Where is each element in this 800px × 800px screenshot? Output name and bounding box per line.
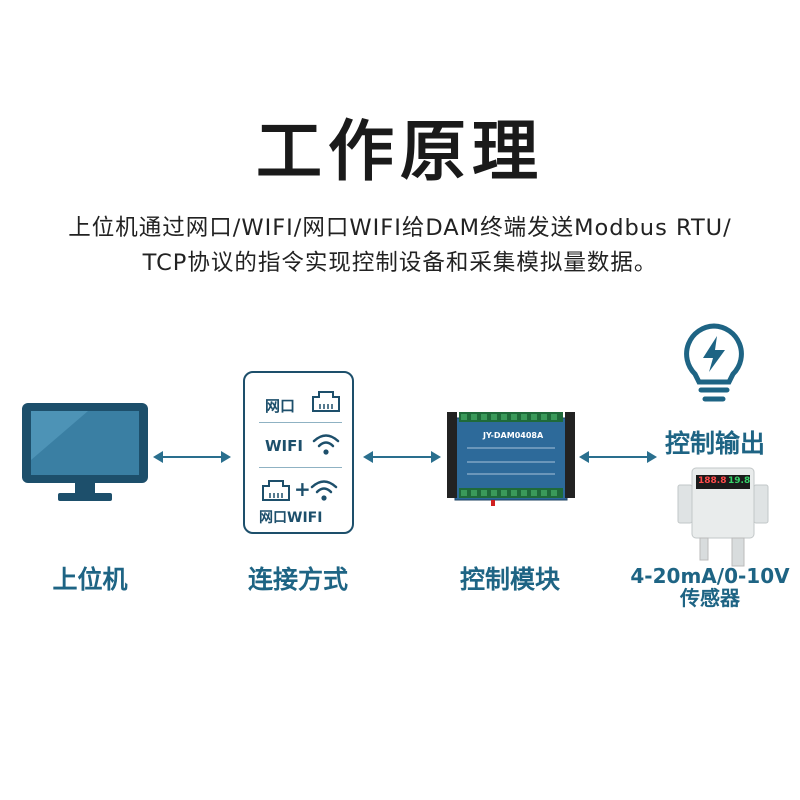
lightbulb-bolt-icon bbox=[684, 323, 744, 402]
monitor-icon bbox=[22, 403, 148, 501]
sensor-image: 188.8 19.8 bbox=[672, 465, 772, 567]
sensor-display-right: 19.8 bbox=[728, 476, 751, 486]
double-arrow-icon bbox=[363, 451, 441, 463]
control-module-image: JY-DAM0408A bbox=[447, 410, 575, 506]
wifi-icon bbox=[312, 434, 340, 455]
connection-label: 连接方式 bbox=[247, 565, 348, 594]
page-title: 工作原理 bbox=[256, 113, 544, 190]
module-label: 控制模块 bbox=[459, 565, 560, 594]
double-arrow-icon bbox=[153, 451, 231, 463]
description-line-1: 上位机通过网口/WIFI/网口WIFI给DAM终端发送Modbus RTU/ bbox=[68, 215, 732, 241]
control-output-label: 控制输出 bbox=[664, 429, 765, 458]
ethernet-label: 网口 bbox=[265, 397, 296, 415]
sensor-display-left: 188.8 bbox=[698, 476, 727, 486]
connection-methods-box: 网口 WIFI + 网口WIFI bbox=[243, 371, 354, 534]
wifi-label: WIFI bbox=[265, 437, 303, 455]
module-model: JY-DAM0408A bbox=[483, 431, 544, 440]
double-arrow-icon bbox=[579, 451, 657, 463]
sensor-label: 传感器 bbox=[680, 586, 740, 610]
host-label: 上位机 bbox=[52, 565, 128, 594]
ethernet-wifi-label: 网口WIFI bbox=[259, 510, 323, 526]
sensor-range-label: 4-20mA/0-10V bbox=[630, 564, 790, 588]
plus-sign: + bbox=[294, 477, 311, 501]
ethernet-port-icon bbox=[312, 391, 340, 412]
description-line-2: TCP协议的指令实现控制设备和采集模拟量数据。 bbox=[142, 250, 658, 276]
wifi-icon bbox=[310, 480, 338, 501]
ethernet-port-icon bbox=[262, 480, 290, 501]
